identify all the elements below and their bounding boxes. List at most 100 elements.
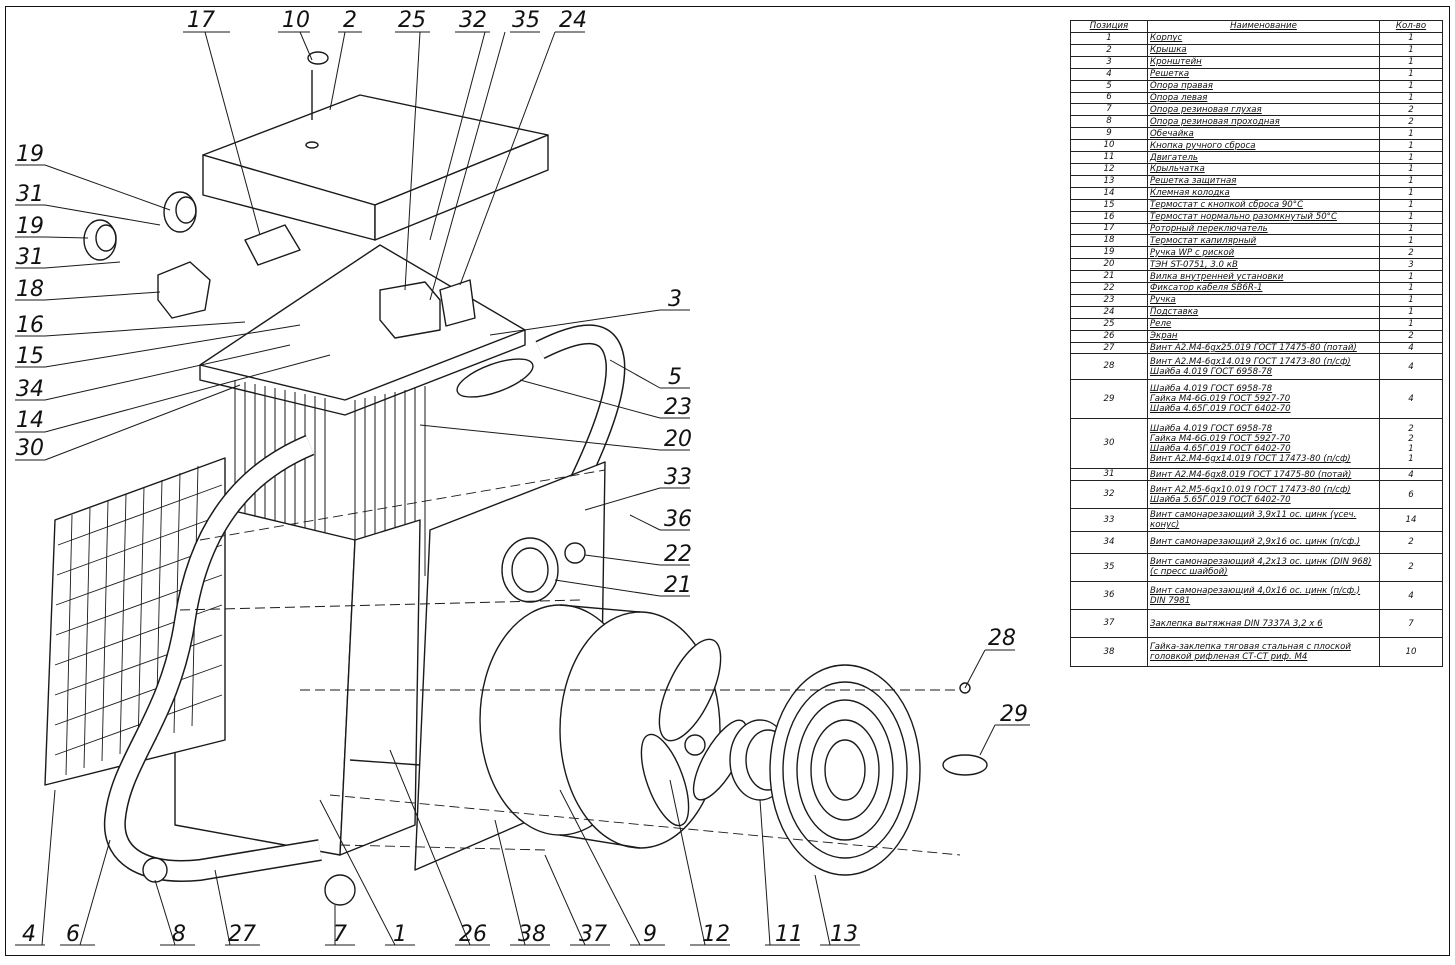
- bom-quantity-line: 2: [1408, 433, 1414, 444]
- bom-name-line: Гайка М4-6G.019 ГОСТ 5927-70: [1150, 433, 1291, 444]
- bom-quantity-cell: 1: [1379, 127, 1443, 141]
- bom-position-cell: 13: [1070, 174, 1148, 188]
- callout-8: 8: [172, 922, 186, 947]
- bom-name-cell: Винт самонарезающий 2,9х16 ос. цинк (п/с…: [1147, 531, 1380, 554]
- knob-part-19: [83, 191, 197, 261]
- bom-quantity-line: 1: [1408, 307, 1414, 318]
- bom-quantity-cell: 1: [1379, 174, 1443, 188]
- bom-position-cell: 34: [1070, 531, 1148, 554]
- bom-quantity-line: 1: [1408, 92, 1414, 103]
- handle-part-23: [456, 358, 534, 398]
- callout-12: 12: [702, 922, 730, 947]
- exploded-assembly-drawing: [15, 31, 1030, 946]
- bom-name-line: Решетка: [1150, 69, 1190, 80]
- callout-1: 1: [393, 922, 407, 947]
- bom-name-cell: ТЭН ST-0751, 3.0 кВ: [1147, 258, 1380, 272]
- bom-position-cell: 35: [1070, 552, 1148, 582]
- front-grille-part-4: [44, 457, 226, 786]
- bom-name-line: Корпус: [1150, 33, 1183, 44]
- bom-name-line: Двигатель: [1150, 152, 1198, 163]
- bom-name-cell: Гайка-заклепка тяговая стальная с плоско…: [1147, 637, 1380, 667]
- callout-34: 34: [16, 377, 44, 402]
- bom-quantity-line: 2: [1408, 331, 1414, 342]
- bom-position-cell: 28: [1070, 353, 1148, 381]
- bom-quantity-line: 1: [1408, 295, 1414, 306]
- callout-23: 23: [664, 395, 692, 420]
- bom-name-cell: Винт самонарезающий 4,0х16 ос. цинк (п/с…: [1147, 580, 1380, 611]
- plug-part-21: [501, 537, 559, 603]
- bom-position-cell: 7: [1070, 103, 1148, 117]
- left-leg-part-6: [103, 434, 356, 906]
- bom-name-line: Заклепка вытяжная DIN 7337A 3,2 x 6: [1150, 618, 1323, 629]
- bom-position-cell: 29: [1070, 379, 1148, 420]
- bom-name-line: Ручка WP с риской: [1150, 247, 1235, 258]
- bom-quantity-cell: 2: [1379, 103, 1443, 117]
- bom-position-cell: 2: [1070, 43, 1148, 57]
- bom-name-line: Решетка защитная: [1150, 176, 1237, 187]
- bom-name-cell: Термостат капилярный: [1147, 234, 1380, 248]
- bom-position-cell: 14: [1070, 186, 1148, 200]
- callout-38: 38: [518, 922, 546, 947]
- bom-quantity-line: 2: [1408, 537, 1414, 548]
- bom-name-cell: Крыльчатка: [1147, 162, 1380, 176]
- bom-name-cell: Клемная колодка: [1147, 186, 1380, 200]
- bom-position-cell: 33: [1070, 508, 1148, 533]
- bom-name-cell: Фиксатор кабеля SB6R-1: [1147, 282, 1380, 295]
- bom-name-line: Крышка: [1150, 45, 1187, 56]
- bom-name-line: Опора левая: [1150, 92, 1208, 103]
- bom-quantity-cell: 1: [1379, 32, 1443, 45]
- callout-20: 20: [664, 427, 692, 452]
- bom-quantity-line: 1: [1408, 453, 1414, 464]
- callout-16: 16: [16, 313, 44, 338]
- bom-quantity-line: 7: [1408, 618, 1414, 629]
- bom-quantity-line: 1: [1408, 33, 1414, 44]
- bom-position-cell: 27: [1070, 341, 1148, 355]
- bom-position-cell: 11: [1070, 151, 1148, 164]
- drawing-frame: [5, 6, 1450, 956]
- callout-31a: 31: [16, 182, 44, 207]
- bom-quantity-cell: 1: [1379, 43, 1443, 57]
- bom-quantity-cell: 1: [1379, 186, 1443, 200]
- bom-name-cell: Опора резиновая глухая: [1147, 103, 1380, 117]
- bom-position-cell: 30: [1070, 418, 1148, 470]
- bom-name-line: Шайба 4.019 ГОСТ 6958-78: [1150, 366, 1273, 377]
- callout-37: 37: [579, 922, 607, 947]
- bom-name-cell: Винт самонарезающий 3,9х11 ос. цинк (усе…: [1147, 508, 1380, 533]
- bom-position-cell: 1: [1070, 32, 1148, 45]
- bom-name-cell: Опора правая: [1147, 79, 1380, 93]
- callout-28: 28: [988, 626, 1016, 651]
- bom-name-line: Опора резиновая проходная: [1150, 116, 1280, 127]
- bom-quantity-line: 1: [1408, 443, 1414, 454]
- callout-11: 11: [775, 922, 803, 947]
- bom-quantity-cell: 4: [1379, 468, 1443, 482]
- bom-quantity-line: 1: [1408, 128, 1414, 139]
- callout-36: 36: [664, 507, 692, 532]
- bom-name-cell: Винт А2.М4-6gx25.019 ГОСТ 17475-80 (пота…: [1147, 341, 1380, 355]
- bom-quantity-line: 1: [1408, 164, 1414, 175]
- callout-9: 9: [643, 922, 657, 947]
- bom-name-cell: Обечайка: [1147, 127, 1380, 141]
- washer-set-part-29: [942, 754, 988, 776]
- callout-27: 27: [228, 922, 256, 947]
- callout-19b: 19: [16, 214, 44, 239]
- bom-name-line: Крыльчатка: [1150, 164, 1205, 175]
- callout-24: 24: [559, 8, 587, 33]
- bom-position-cell: 17: [1070, 222, 1148, 236]
- bom-position-cell: 6: [1070, 91, 1148, 105]
- bom-position-cell: 19: [1070, 246, 1148, 260]
- bom-position-cell: 24: [1070, 305, 1148, 319]
- bom-quantity-cell: 1: [1379, 198, 1443, 212]
- bom-quantity-cell: 1: [1379, 91, 1443, 105]
